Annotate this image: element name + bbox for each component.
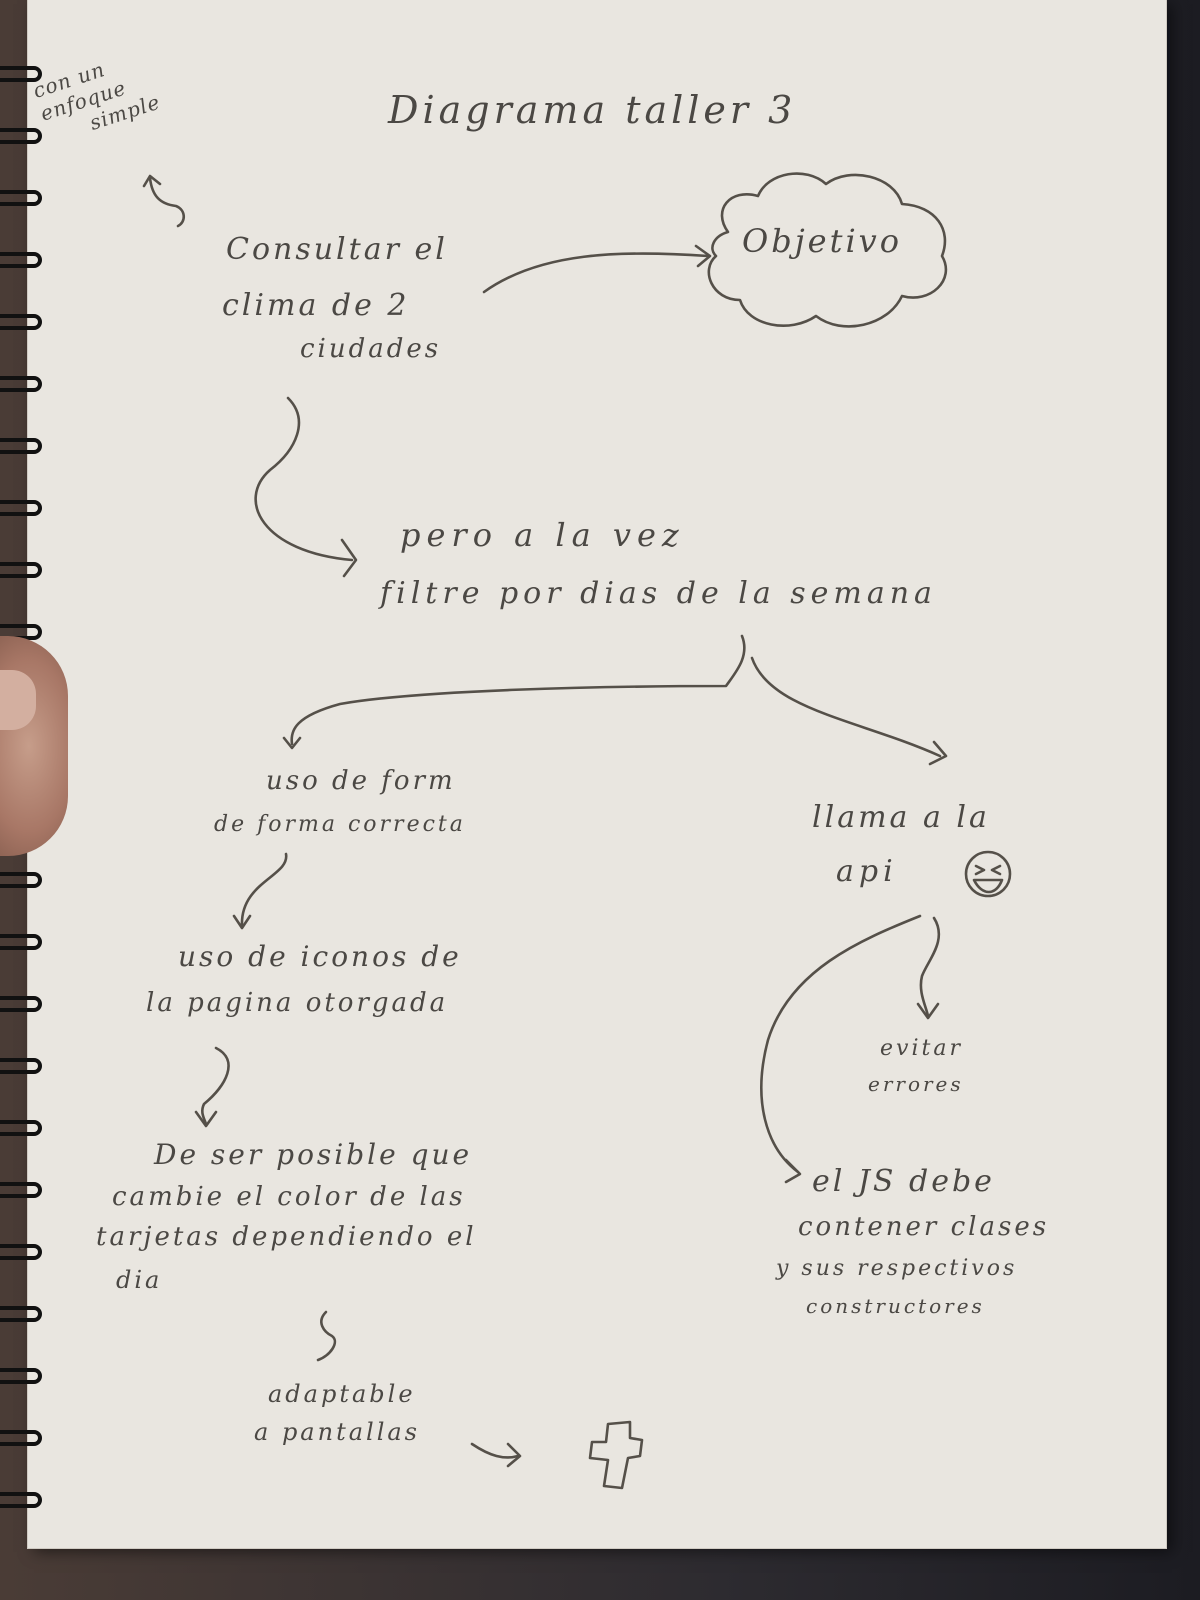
binding-ring	[0, 1058, 42, 1074]
binding-ring	[0, 996, 42, 1012]
binding-ring	[0, 314, 42, 330]
root-node-line: Consultar el	[226, 232, 448, 267]
root-node-line: ciudades	[300, 334, 442, 364]
form-node-line: de forma correcta	[214, 812, 466, 837]
binding-ring	[0, 1182, 42, 1198]
arrow-api-to-js	[760, 914, 922, 1174]
binding-ring	[0, 1430, 42, 1446]
errors-node-line: evitar	[880, 1036, 963, 1061]
binding-ring	[0, 1244, 42, 1260]
binding-ring	[0, 562, 42, 578]
arrow-colors-to-responsive	[316, 1310, 337, 1362]
api-node-line: api	[836, 854, 898, 889]
cross-icon	[588, 1420, 644, 1490]
colors-node-line: De ser posible que	[154, 1138, 473, 1171]
arrow-icons-to-colors	[201, 1046, 230, 1126]
binding-ring	[0, 252, 42, 268]
responsive-node-line: a pantallas	[254, 1418, 420, 1446]
binding-ring	[0, 190, 42, 206]
objective-label: Objetivo	[742, 222, 903, 260]
notebook-page	[28, 0, 1166, 1548]
binding-ring	[0, 1120, 42, 1136]
brace-split	[290, 634, 746, 746]
arrow-side-note	[148, 176, 186, 228]
binding-ring	[0, 376, 42, 392]
js-node-line: constructores	[806, 1294, 985, 1318]
arrow-responsive-to-cross	[470, 1442, 520, 1459]
api-node-line: llama a la	[812, 800, 990, 835]
binding-ring	[0, 128, 42, 144]
thumbnail	[0, 670, 36, 730]
errors-node-line: errores	[868, 1072, 964, 1096]
colors-node-line: tarjetas dependiendo el	[96, 1222, 477, 1252]
arrow-api-to-errors	[919, 916, 941, 1018]
js-node-line: el JS debe	[812, 1164, 995, 1199]
binding-ring	[0, 500, 42, 516]
filter-node-line: filtre por dias de la semana	[380, 576, 937, 611]
icons-node-line: la pagina otorgada	[146, 988, 449, 1018]
binding-ring	[0, 872, 42, 888]
binding-ring	[0, 66, 42, 82]
root-node-line: clima de 2	[222, 288, 410, 323]
arrow-root-to-objective	[482, 252, 710, 294]
js-node-line: y sus respectivos	[776, 1256, 1018, 1281]
js-node-line: contener clases	[798, 1212, 1050, 1242]
colors-node-line: dia	[116, 1266, 163, 1294]
diagram-title: Diagrama taller 3	[388, 88, 797, 132]
form-node-line: uso de form	[266, 766, 456, 796]
colors-node-line: cambie el color de las	[112, 1182, 466, 1212]
objective-cloud	[707, 172, 948, 328]
arrow-root-to-filter	[254, 396, 354, 562]
icons-node-line: uso de iconos de	[178, 940, 462, 973]
binding-ring	[0, 934, 42, 950]
binding-ring	[0, 438, 42, 454]
arrow-form-to-icons	[240, 852, 288, 928]
binding-ring	[0, 1492, 42, 1508]
laughing-face-icon	[964, 850, 1012, 898]
responsive-node-line: adaptable	[268, 1380, 416, 1408]
binding-ring	[0, 1368, 42, 1384]
filter-node-line: pero a la vez	[400, 516, 685, 554]
binding-ring	[0, 1306, 42, 1322]
